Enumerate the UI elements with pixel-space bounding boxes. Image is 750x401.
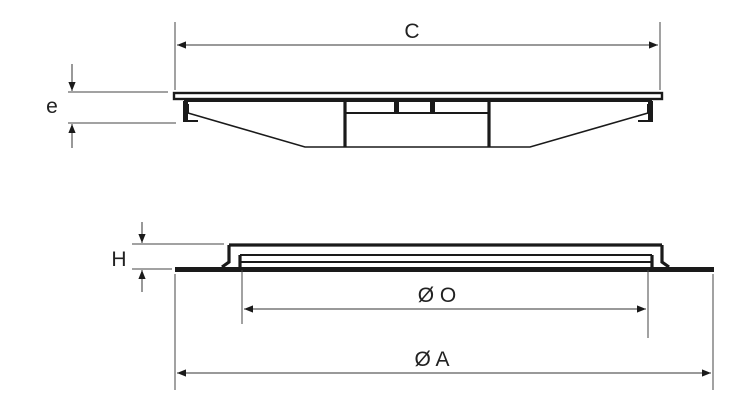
frame-section-view: H Ø O Ø A [111, 222, 714, 390]
right-lip [648, 101, 653, 121]
frame-base-flange [175, 267, 714, 272]
c-label: C [404, 20, 419, 43]
center-stud-right [430, 101, 435, 113]
cover-section-view: C e [46, 20, 664, 148]
frame-left-wall [221, 245, 231, 269]
left-lip [183, 101, 188, 121]
o-label: Ø O [418, 284, 457, 307]
a-label: Ø A [414, 348, 449, 371]
cover-top-plate [172, 91, 664, 101]
h-label: H [111, 248, 126, 271]
center-stud-left [394, 101, 399, 113]
frame-right-wall [660, 245, 670, 269]
e-label: e [46, 95, 58, 118]
cover-sloped-body [187, 112, 649, 148]
